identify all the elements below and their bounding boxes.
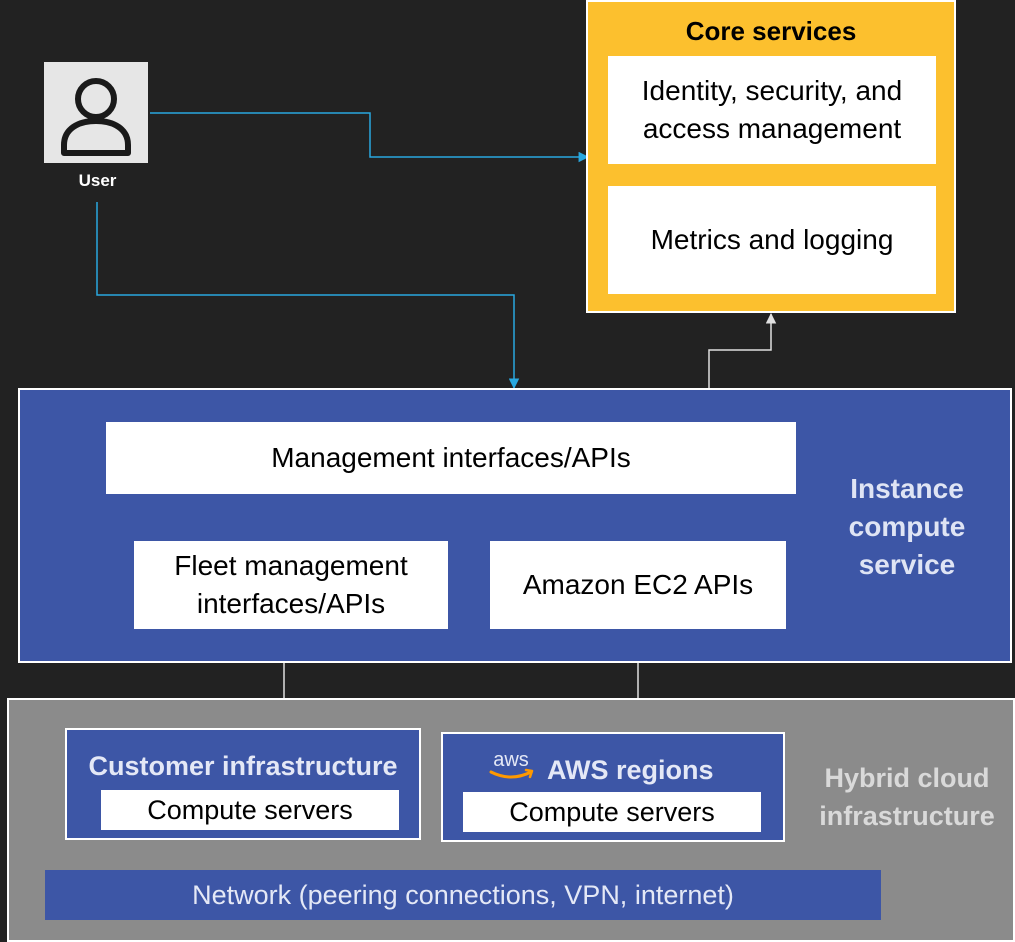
user-to-core-services-connector: [150, 112, 590, 163]
aws-logo-icon: aws: [489, 749, 534, 779]
hybrid-cloud-infrastructure-group: Customer infrastructure Compute servers …: [7, 698, 1015, 942]
core-services-title: Core services: [685, 15, 857, 46]
instance-compute-service-group: Management interfaces/APIs Fleet managem…: [18, 388, 1012, 663]
customer-infrastructure-group: Customer infrastructure Compute servers: [65, 728, 421, 840]
aws-compute-servers-box: Compute servers: [463, 792, 761, 832]
amazon-ec2-apis-box: Amazon EC2 APIs: [490, 541, 786, 629]
user-to-instance-compute-connector: [96, 202, 520, 390]
core-services-group: Core services Identity, security, and ac…: [586, 0, 956, 313]
customer-infrastructure-title: Customer infrastructure: [88, 750, 398, 781]
aws-regions-title: AWS regions: [547, 754, 714, 785]
network-bar: Network (peering connections, VPN, inter…: [45, 870, 881, 920]
aws-logo-text: aws: [493, 749, 529, 771]
metrics-and-logging-box: Metrics and logging: [608, 186, 936, 294]
user-avatar: [44, 62, 148, 163]
instance-compute-service-label: Instance compute service: [848, 473, 966, 580]
customer-compute-servers-box: Compute servers: [101, 790, 399, 830]
identity-security-access-management-box: Identity, security, and access managemen…: [608, 56, 936, 164]
user-label: User: [78, 171, 117, 190]
user-icon: [61, 77, 131, 156]
aws-regions-group: aws AWS regions Compute servers: [441, 732, 785, 842]
hybrid-cloud-infrastructure-label: Hybrid cloud infrastructure: [819, 763, 995, 831]
instance-compute-to-core-services-connector: [708, 312, 777, 389]
management-apis-box: Management interfaces/APIs: [106, 422, 796, 494]
fleet-management-apis-box: Fleet management interfaces/APIs: [134, 541, 448, 629]
